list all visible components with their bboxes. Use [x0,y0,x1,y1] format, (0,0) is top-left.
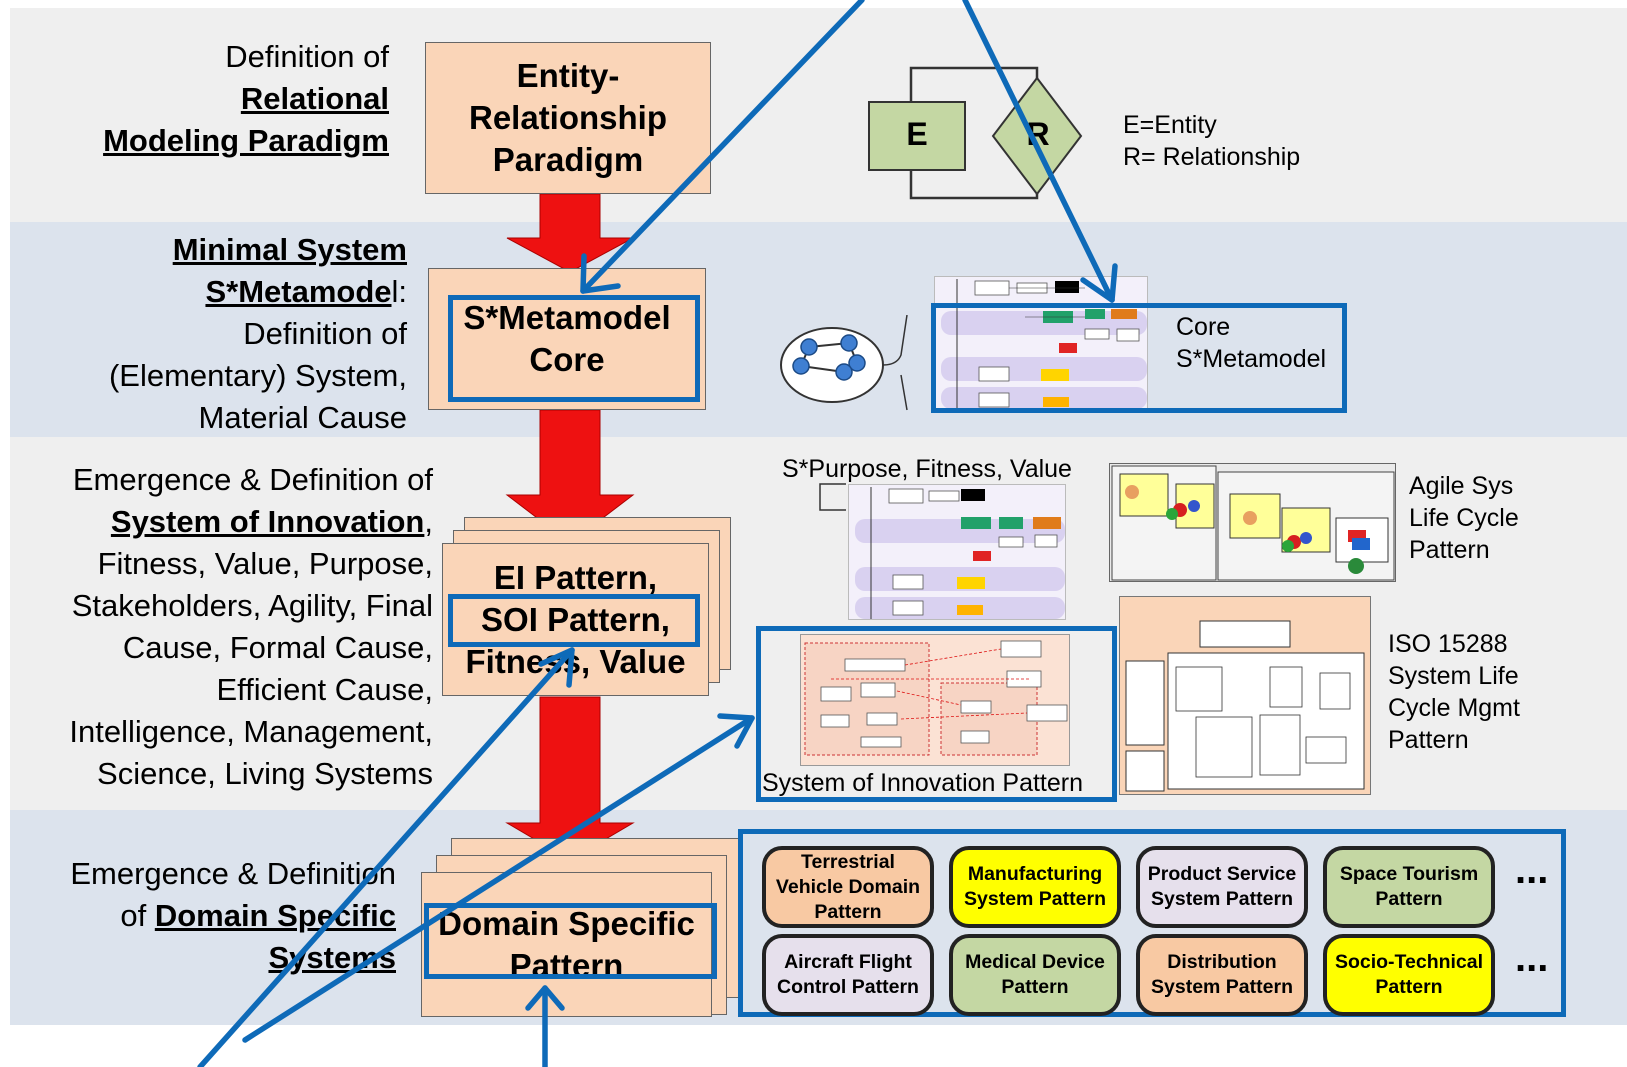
pattern-pill-medical-device: Medical Device Pattern [949,934,1121,1016]
pattern-pill-manufacturing-system: Manufacturing System Pattern [949,846,1121,928]
pattern-pill-product-service-system: Product Service System Pattern [1136,846,1308,928]
purpose-bracket [819,483,846,511]
pattern-pill-space-tourism: Space Tourism Pattern [1323,846,1495,928]
agile-lifecycle-caption: Agile Sys Life Cycle Pattern [1409,472,1519,564]
core-metamodel-highlight [931,303,1347,413]
agile-lifecycle-thumbnail [1109,463,1396,582]
ei-soi-pattern-box: EI Pattern, SOI Pattern, Fitness, Value [442,543,709,696]
pattern-pill-terrestrial-vehicle: Terrestrial Vehicle Domain Pattern [762,846,934,928]
er-entity-letter: E [906,116,928,152]
more-patterns-ellipsis-row1: ... [1515,848,1549,892]
domain-specific-label: Emergence & Definition of Domain Specifi… [70,856,396,975]
relational-paradigm-label: Definition of Relational Modeling Paradi… [103,39,389,158]
pattern-pill-distribution-system: Distribution System Pattern [1136,934,1308,1016]
er-relationship-letter: R [1026,116,1050,152]
domain-specific-highlight [424,903,717,979]
system-of-innovation-thumbnail [800,634,1070,766]
er-legend: E=Entity R= Relationship [1123,111,1301,171]
metamodel-core-highlight [448,295,700,402]
metamodel-label: Minimal System S*Metamodel: Definition o… [108,232,407,435]
iso-15288-thumbnail [1119,596,1371,795]
purpose-fitness-value-caption: S*Purpose, Fitness, Value [782,455,1072,483]
entity-relationship-box: Entity- Relationship Paradigm [425,42,711,194]
purpose-metamodel-thumbnail [848,484,1066,620]
system-of-innovation-label: Emergence & Definition of System of Inno… [69,462,433,791]
iso-15288-caption: ISO 15288 System Life Cycle Mgmt Pattern [1388,630,1520,754]
graph-network-icon [780,315,908,411]
down-arrow-3 [505,696,635,861]
pattern-pill-aircraft-flight-control: Aircraft Flight Control Pattern [762,934,934,1016]
system-of-innovation-caption: System of Innovation Pattern [762,769,1084,797]
down-arrow-1 [506,193,634,273]
pattern-pill-socio-technical: Socio-Technical Pattern [1323,934,1495,1016]
soi-pattern-highlight [448,594,700,647]
core-metamodel-caption: Core S*Metamodel [1176,313,1327,373]
more-patterns-ellipsis-row2: ... [1515,936,1549,980]
system-of-innovation-highlight [756,626,1117,802]
